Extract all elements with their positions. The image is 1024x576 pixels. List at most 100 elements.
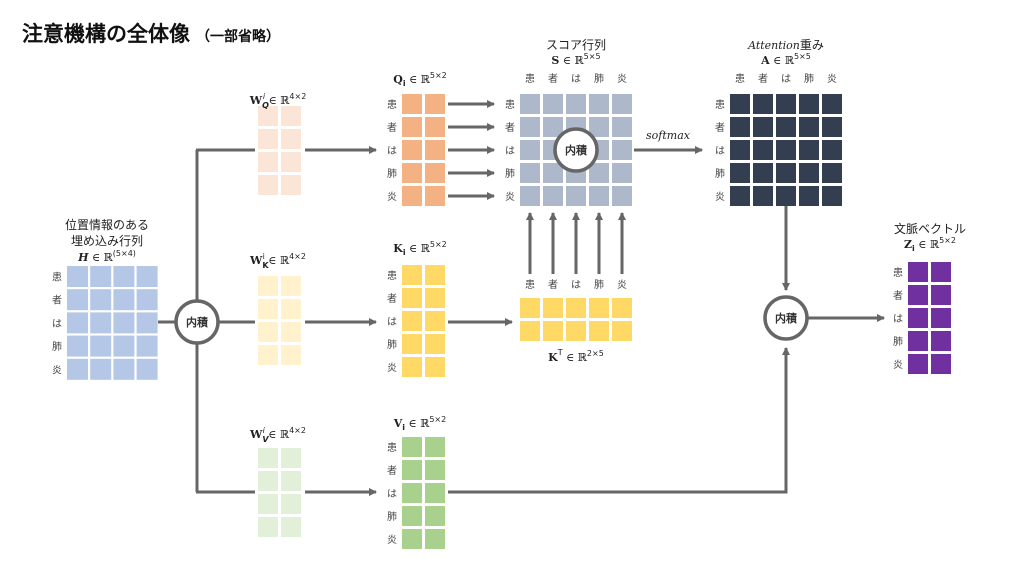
dot-product-node-2: 内積 (763, 295, 809, 341)
caption-k: Ki ∈ ℝ5×2 (393, 240, 447, 257)
matrix-cell (136, 289, 158, 311)
matrix-cell (425, 506, 445, 526)
line-v-to-dot2 (448, 347, 790, 494)
matrix-cell (425, 334, 445, 354)
matrix-cell (730, 140, 750, 160)
matrix-cell (402, 288, 422, 308)
softmax-label: softmax (646, 129, 691, 142)
caption-wq: WQi ∈ ℝ4×2 (249, 92, 307, 110)
page-title: 注意機構の全体像 （一部省略） (22, 18, 280, 48)
title-sub: （一部省略） (196, 29, 280, 45)
matrix-cell (281, 471, 301, 491)
matrix-cell (425, 460, 445, 480)
matrix-context (908, 262, 951, 374)
dot-product-circle (763, 295, 809, 341)
caption-a: A ∈ ℝ5×5 (760, 52, 811, 67)
matrix-cell (753, 140, 773, 160)
matrix-cell (281, 322, 301, 342)
matrix-cell (799, 186, 819, 206)
matrix-cell (822, 163, 842, 183)
caption-h-formula: H ∈ ℝ(5×4) (77, 249, 136, 264)
row-label: 肺 (893, 336, 903, 348)
matrix-cell (402, 334, 422, 354)
matrix-cell (931, 331, 951, 351)
matrix-cell (776, 163, 796, 183)
title-main: 注意機構の全体像 (22, 22, 190, 46)
matrix-cell (67, 289, 88, 311)
matrix-cell (67, 335, 88, 357)
matrix-cell (90, 289, 112, 311)
matrix-cell (822, 186, 842, 206)
row-label: 肺 (715, 168, 725, 180)
dot-product-label: 内積 (565, 143, 588, 157)
matrix-cell (258, 448, 278, 468)
matrix-cell (908, 308, 928, 328)
caption-kt: KT ∈ ℝ2×5 (548, 348, 604, 364)
row-label: 肺 (387, 339, 397, 351)
matrix-cell (258, 106, 278, 126)
row-label: 者 (715, 122, 725, 134)
matrix-cell (566, 321, 586, 341)
matrix-cell (822, 94, 842, 114)
matrix-cell (402, 506, 422, 526)
matrix-cell (425, 529, 445, 549)
caption-h-line1: 位置情報のある (65, 217, 149, 232)
row-label: は (52, 318, 62, 330)
column-label: 患 (525, 73, 535, 85)
matrix-cell (520, 186, 540, 206)
matrix-cell (589, 321, 609, 341)
matrix-cell (258, 345, 278, 365)
matrix-cell (776, 117, 796, 137)
matrix-cell (520, 94, 540, 114)
matrix-cell (753, 117, 773, 137)
matrix-cell (753, 163, 773, 183)
matrix-cell (520, 321, 540, 341)
matrix-cell (931, 285, 951, 305)
matrix-cell (402, 311, 422, 331)
row-label: 炎 (387, 191, 397, 203)
matrix-cell (281, 448, 301, 468)
matrix-cell (730, 186, 750, 206)
matrix-cell (612, 163, 632, 183)
caption-v: Vi ∈ ℝ5×2 (393, 415, 446, 432)
matrix-cell (67, 312, 88, 334)
matrix-cell (258, 175, 278, 195)
matrix-cell (113, 312, 135, 334)
matrix-wv (258, 448, 301, 537)
matrix-cell (520, 298, 540, 318)
matrix-cell (543, 321, 563, 341)
matrix-h (67, 266, 158, 380)
matrix-cell (543, 163, 563, 183)
dot-product-circle (174, 299, 220, 345)
matrix-q (402, 94, 445, 206)
dot-product-label: 内積 (775, 311, 798, 325)
matrix-cell (402, 94, 422, 114)
kt-column-arrows (526, 212, 626, 274)
matrix-cell (566, 298, 586, 318)
matrix-cell (425, 483, 445, 503)
column-label: 肺 (594, 73, 604, 85)
matrix-cell (425, 140, 445, 160)
matrix-cell (113, 289, 135, 311)
dot-product-label: 内積 (186, 315, 209, 329)
row-label: 肺 (387, 168, 397, 180)
matrix-cell (425, 311, 445, 331)
matrix-cell (589, 186, 609, 206)
column-label: 炎 (617, 279, 627, 291)
matrix-cell (136, 266, 158, 287)
column-label: 患 (735, 73, 745, 85)
matrix-cell (402, 140, 422, 160)
matrix-cell (566, 94, 586, 114)
matrix-cell (258, 517, 278, 537)
matrix-cell (281, 106, 301, 126)
matrix-cell (931, 262, 951, 282)
matrix-cell (67, 358, 88, 380)
row-label: 肺 (505, 168, 515, 180)
matrix-cell (402, 186, 422, 206)
matrix-cell (776, 186, 796, 206)
caption-z-title: 文脈ベクトル (894, 221, 966, 236)
matrix-cell (281, 299, 301, 319)
matrix-cell (402, 357, 422, 377)
matrix-cell (908, 354, 928, 374)
matrix-cell (258, 129, 278, 149)
